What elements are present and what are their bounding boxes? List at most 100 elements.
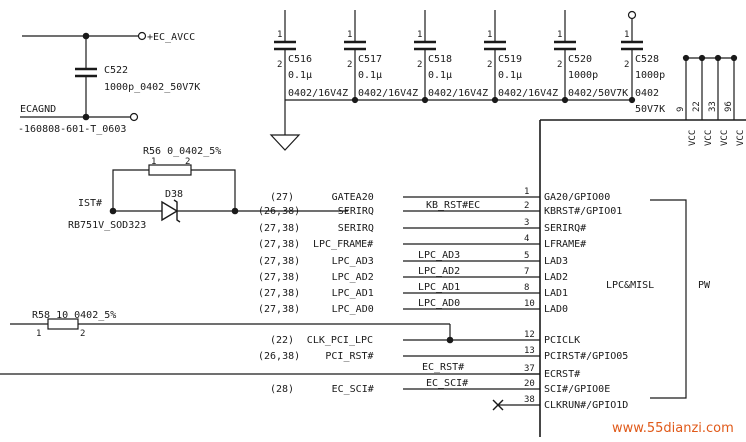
- r56-label: R56 0_0402_5%: [143, 146, 221, 157]
- r58-circuit: R58 10_0402_5% 1 2: [0, 310, 540, 375]
- cap-pin1: 1: [417, 30, 422, 40]
- vcc-pin-label: VCC: [736, 130, 746, 146]
- cap-value: 1000p: [635, 70, 665, 81]
- net-terminal: [129, 112, 139, 122]
- cap-ref: C519: [498, 54, 522, 65]
- offpage-connector: [378, 256, 403, 266]
- r58-label: R58 10_0402_5%: [32, 310, 116, 321]
- cap-pin2: 2: [487, 60, 492, 70]
- page-ref: (27,38): [258, 304, 300, 315]
- net-name: LPC_AD3: [332, 256, 374, 267]
- cap-pin2: 2: [624, 60, 629, 70]
- cap-ref: C518: [428, 54, 452, 65]
- cap-pin1: 1: [347, 30, 352, 40]
- net-name: PCI_RST#: [325, 351, 373, 362]
- offpage-connector: [378, 384, 403, 394]
- net-ecagnd: ECAGND: [20, 104, 56, 115]
- pin-function: LFRAME#: [544, 239, 586, 250]
- r56-pin1: 1: [151, 157, 156, 167]
- page-ref: (26,38): [258, 206, 300, 217]
- junction-dot: [446, 336, 454, 344]
- junction-dot: [421, 96, 429, 104]
- pin-number: 13: [524, 346, 535, 356]
- ic-body: LPC&MISL PW: [539, 119, 746, 437]
- offpage-connector: [378, 206, 403, 216]
- junction-dot: [491, 96, 499, 104]
- bead-label: -160808-601-T_0603: [18, 124, 126, 135]
- cap-pin1: 1: [557, 30, 562, 40]
- r56-pin2: 2: [185, 157, 190, 167]
- bus-label: KB_RST#EC: [426, 200, 480, 211]
- pin-function: GA20/GPIO00: [544, 192, 610, 203]
- pin-function: LAD1: [544, 288, 568, 299]
- net-name: LPC_FRAME#: [313, 239, 373, 250]
- cap-pin2: 2: [277, 60, 282, 70]
- offpage-connector: [378, 239, 403, 249]
- cap-ref: C528: [635, 54, 659, 65]
- bus-label: EC_SCI#: [426, 378, 468, 389]
- net-name: EC_SCI#: [332, 384, 374, 395]
- offpage-connector: [378, 288, 403, 298]
- watermark-text: www.55dianzi.com: [612, 421, 734, 436]
- r58-pin2: 2: [80, 329, 85, 339]
- page-ref: (22): [270, 335, 294, 346]
- junction-dot: [561, 96, 569, 104]
- d38-diode: [161, 200, 179, 222]
- offpage-connector: [378, 223, 403, 233]
- page-ref: (28): [270, 384, 294, 395]
- vcc-pin-number: 22: [692, 101, 702, 112]
- net-name: GATEA20: [332, 192, 374, 203]
- cap-ref: C516: [288, 54, 312, 65]
- pin-number: 7: [524, 267, 529, 277]
- junction-dot: [682, 54, 690, 62]
- rb751-label: RB751V_SOD323: [68, 220, 146, 231]
- cap-ref: C520: [568, 54, 592, 65]
- net-name: SERIRQ: [338, 206, 374, 217]
- offpage-connector: [378, 335, 403, 345]
- junction-dot: [698, 54, 706, 62]
- cap-package: 0402/50V7K: [568, 88, 628, 99]
- junction-dot: [730, 54, 738, 62]
- page-ref: (27): [270, 192, 294, 203]
- r58-pin1: 1: [36, 329, 41, 339]
- cap-pin1: 1: [277, 30, 282, 40]
- page-ref: (27,38): [258, 239, 300, 250]
- page-ref: (27,38): [258, 223, 300, 234]
- cap-package: 0402/16V4Z: [428, 88, 488, 99]
- junction-dot: [351, 96, 359, 104]
- page-ref: (27,38): [258, 272, 300, 283]
- bus-label: LPC_AD2: [418, 266, 460, 277]
- cap-pin2: 2: [557, 60, 562, 70]
- pin-number: 1: [524, 187, 529, 197]
- offpage-connector: [378, 192, 403, 202]
- pin-number: 37: [524, 364, 535, 374]
- cap-package-2: 50V7K: [635, 104, 665, 115]
- pin-number: 12: [524, 330, 535, 340]
- pin-function: PCIRST#/GPIO05: [544, 351, 628, 362]
- net-name: LPC_AD0: [332, 304, 374, 315]
- net-name: CLK_PCI_LPC: [307, 335, 373, 346]
- vcc-pin-label: VCC: [720, 130, 730, 146]
- pin-number: 8: [524, 283, 529, 293]
- cap-value: 1000p: [568, 70, 598, 81]
- cap-package: 0402: [635, 88, 659, 99]
- pin-number: 2: [524, 201, 529, 211]
- block-lpc-misc: LPC&MISL: [606, 280, 654, 291]
- c522-value: 1000p_0402_50V7K: [104, 82, 200, 93]
